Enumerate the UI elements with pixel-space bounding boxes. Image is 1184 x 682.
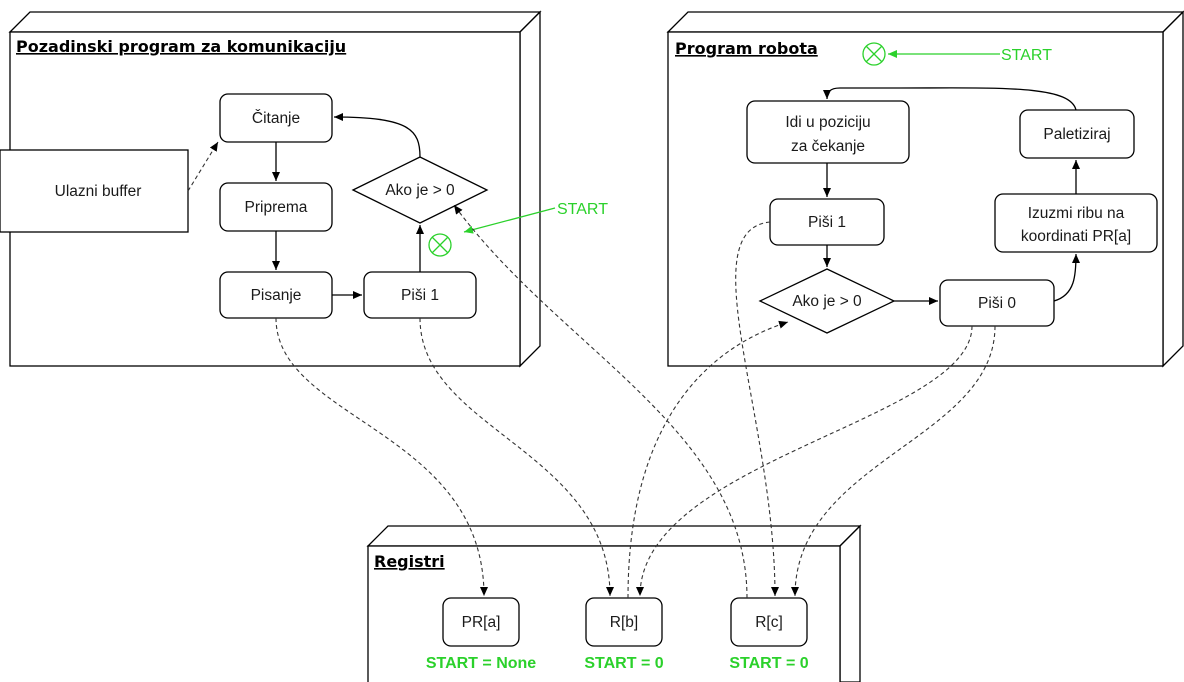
input-buffer-node[interactable]: Ulazni buffer [0, 149, 189, 233]
start-marker-robot: START [862, 42, 1052, 66]
arrow-buffer-to-read [187, 141, 219, 192]
registers-frame-title: Registri [374, 552, 445, 571]
read-label: Čitanje [252, 110, 300, 127]
palletize-label: Paletiziraj [1043, 126, 1110, 143]
write-one-label: Piši 1 [401, 287, 439, 304]
dashed-rb-to-robot-condition [627, 320, 789, 599]
dashed-write-to-pra [275, 317, 488, 597]
dashed-write-zero-to-rc [791, 325, 996, 597]
take-fish-node[interactable]: Izuzmi ribu na koordinati PR[a] [994, 193, 1158, 253]
write-one-node[interactable]: Piši 1 [363, 271, 477, 319]
start-marker-communication: START [428, 201, 608, 257]
read-node[interactable]: Čitanje [219, 93, 333, 143]
write-label: Pisanje [251, 287, 302, 304]
take-fish-label-2: koordinati PR[a] [1021, 228, 1131, 245]
robot-condition-label: Ako je > 0 [792, 293, 862, 310]
write-zero-node[interactable]: Piši 0 [939, 279, 1055, 327]
input-buffer-label: Ulazni buffer [55, 183, 142, 200]
register-pra[interactable]: PR[a] [442, 597, 520, 647]
condition-label: Ako je > 0 [385, 182, 455, 199]
condition-node[interactable]: Ako je > 0 [351, 156, 489, 224]
register-rc-init: START = 0 [729, 655, 808, 672]
arrow-palletize-to-wait [823, 87, 1077, 111]
register-rc[interactable]: R[c] [730, 597, 808, 647]
robot-write-one-node[interactable]: Piši 1 [769, 198, 885, 246]
robot-frame[interactable]: Program robota [666, 10, 1184, 368]
register-rb-init: START = 0 [584, 655, 663, 672]
register-pra-init: START = None [426, 655, 536, 672]
arrow-condition-to-read [333, 113, 421, 158]
prepare-node[interactable]: Priprema [219, 182, 333, 232]
start-label-robot: START [1001, 47, 1052, 64]
robot-write-one-label: Piši 1 [808, 214, 846, 231]
dashed-robot-write-one-to-rc [735, 221, 779, 597]
start-label-communication: START [557, 201, 608, 218]
write-zero-label: Piši 0 [978, 295, 1016, 312]
wait-position-label-2: za čekanje [791, 138, 865, 155]
wait-position-node[interactable]: Idi u poziciju za čekanje [746, 100, 910, 164]
robot-frame-title: Program robota [675, 39, 818, 58]
arrow-write-zero-to-take-fish [1053, 253, 1080, 302]
write-node[interactable]: Pisanje [219, 271, 333, 319]
take-fish-label-1: Izuzmi ribu na [1028, 205, 1125, 222]
register-rb-label: R[b] [610, 614, 638, 631]
prepare-label: Priprema [245, 199, 308, 216]
dashed-rc-to-condition [453, 204, 748, 599]
dashed-write-one-to-rb [419, 317, 614, 597]
dashed-write-zero-to-rb [636, 325, 973, 597]
communication-frame-title: Pozadinski program za komunikaciju [16, 37, 346, 56]
register-rc-label: R[c] [755, 614, 783, 631]
robot-condition-node[interactable]: Ako je > 0 [758, 268, 896, 334]
register-rb[interactable]: R[b] [585, 597, 663, 647]
register-pra-label: PR[a] [462, 614, 501, 631]
wait-position-label-1: Idi u poziciju [785, 114, 870, 131]
palletize-node[interactable]: Paletiziraj [1019, 109, 1135, 159]
